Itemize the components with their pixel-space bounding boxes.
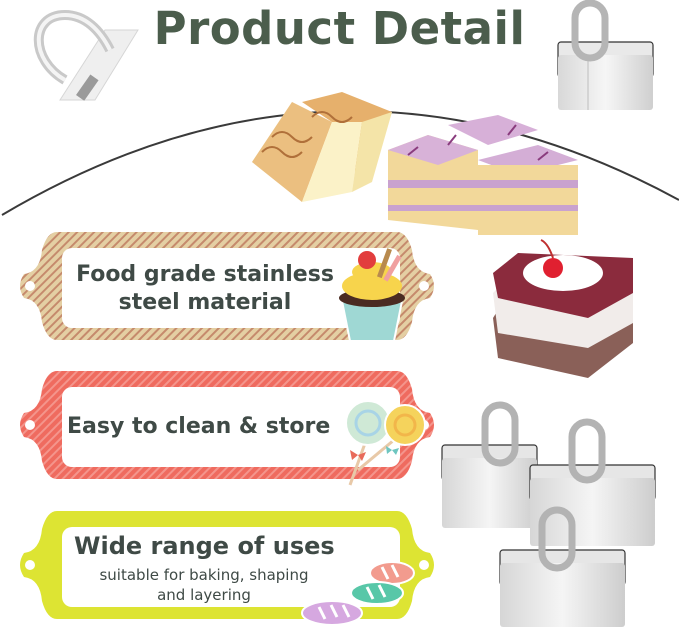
feature-subtitle-line2: and layering (157, 586, 251, 604)
mold-3 (499, 506, 626, 627)
purple-layer-cake-image (388, 115, 578, 235)
feature-tag-food-grade: Food grade stainless steel material (12, 228, 442, 344)
candy-icon (301, 561, 415, 626)
feature-title: Easy to clean & store (67, 414, 331, 439)
cherry-mousse-cake-image (493, 239, 633, 378)
feature-tag-easy-clean: Easy to clean & store (12, 367, 442, 486)
square-ring-molds-group-image (441, 401, 656, 627)
ring-mold-side-image (33, 9, 139, 101)
page-title: Product Detail (153, 2, 526, 55)
feature-title-line1: Food grade stainless (76, 262, 334, 287)
feature-subtitle-line1: suitable for baking, shaping (99, 566, 309, 584)
square-ring-mold-image (557, 0, 654, 110)
mold-1 (441, 401, 538, 528)
feature-title: Wide range of uses (74, 532, 335, 560)
cupcake-icon (339, 248, 405, 342)
mold-2 (529, 418, 656, 546)
feature-title-line2: steel material (118, 290, 292, 315)
cheesecake-image (252, 92, 392, 202)
lollipop-icon (345, 400, 426, 486)
feature-tag-wide-range: Wide range of uses suitable for baking, … (12, 507, 442, 626)
